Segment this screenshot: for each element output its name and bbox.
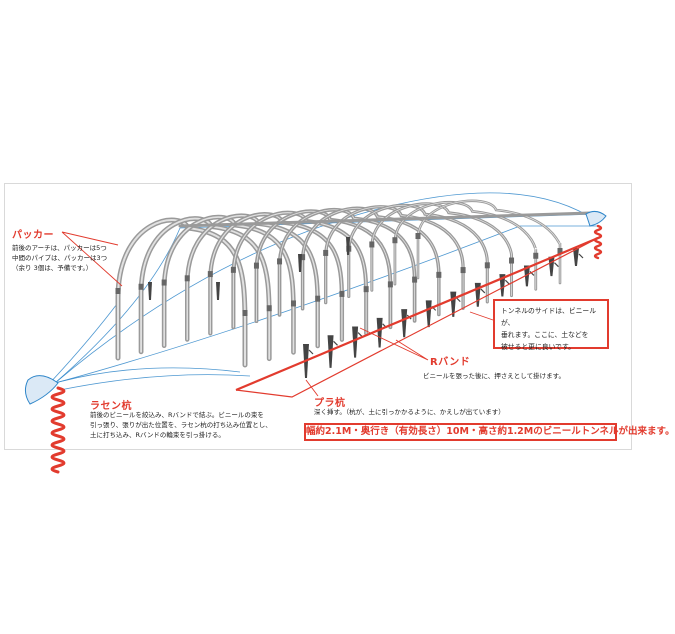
packer-clip — [230, 266, 236, 273]
packer-clip — [253, 262, 259, 269]
arch-highlight — [279, 209, 416, 322]
packer-clip — [161, 279, 167, 286]
r-band-leader — [359, 327, 429, 361]
arch-pipe — [208, 212, 345, 342]
packer-clip — [509, 257, 515, 264]
packer-clip — [115, 288, 121, 294]
arch-highlight — [371, 203, 512, 297]
packer-clip — [460, 267, 466, 274]
plastic-stake-leader — [305, 379, 319, 397]
plastic-stake-note: 深く挿す。（杭が、土に引っかかるように、かえしが出ています） — [314, 408, 505, 416]
stake-barb — [480, 288, 486, 294]
packer-clip — [323, 249, 329, 256]
tunnel-illustration — [24, 192, 607, 474]
ground-line — [235, 236, 599, 392]
packer-note-3: （余り 3個は、予備です。） — [12, 264, 93, 272]
plastic-stake — [523, 265, 530, 287]
r-band-note: ビニールを張った後に、押さえとして掛けます。 — [423, 372, 565, 380]
plastic-stakes — [148, 237, 584, 378]
packer-clip — [300, 254, 306, 261]
packer-leader — [61, 231, 123, 287]
arch-highlight — [348, 204, 488, 303]
spiral-stake-left — [50, 386, 66, 474]
stake-barb — [504, 279, 510, 285]
packer-clip — [387, 281, 393, 288]
packer-note-1: 前後のアーチは、パッカーは5つ — [12, 244, 107, 252]
plastic-stake — [298, 254, 302, 272]
packer-clip — [533, 252, 539, 259]
tunnel-side-callout: トンネルのサイドは、ビニールが、 垂れます。ここに、土などを 被せると更に良いで… — [493, 299, 609, 351]
arch-highlight — [117, 219, 246, 366]
size-summary-banner: 幅約2.1M・奥行き（有効長さ）10M・高さ約1.2Mのビニールトンネルが出来ま… — [304, 423, 675, 441]
tied-film-left — [24, 375, 59, 405]
packer-clip — [415, 233, 421, 239]
guide-string — [47, 299, 121, 386]
packer-clip — [266, 305, 272, 312]
stake-barb — [554, 262, 559, 268]
packer-clip — [138, 283, 144, 290]
packer-clip — [484, 262, 490, 269]
packer-clip — [557, 248, 563, 254]
spiral-stake-note-1: 前後のビニールを絞込み、Rバンドで結ぶ。ビニールの束を — [90, 411, 264, 419]
arch-pipe — [161, 214, 296, 355]
plastic-stake — [327, 335, 334, 368]
packer-clip — [315, 295, 321, 302]
arch-highlight — [417, 200, 561, 284]
arch-frames — [115, 199, 592, 368]
plastic-stake — [548, 256, 555, 277]
arch-highlight — [325, 206, 464, 309]
stake-barb — [333, 340, 338, 346]
tunnel-side-line-1: トンネルのサイドは、ビニールが、 — [501, 307, 597, 327]
packer-clip — [412, 276, 418, 283]
arch-highlight — [302, 207, 440, 315]
tied-film-right — [585, 210, 607, 227]
ridge-pipe — [178, 211, 592, 228]
r-band-title: Rバンド — [430, 357, 471, 368]
leader-lines — [61, 231, 599, 398]
packer-clip — [392, 237, 398, 244]
spiral-stake-title: ラセン杭 — [90, 401, 132, 412]
spiral-stake-right — [593, 224, 603, 260]
guide-string — [54, 367, 241, 384]
stake-barb — [529, 271, 535, 276]
arch-pipe — [138, 216, 272, 362]
arch-highlight — [209, 213, 343, 341]
packer-note-2: 中間のパイプは、パッカーは3つ — [12, 254, 108, 262]
packer-clip — [207, 271, 213, 278]
packer-clip — [184, 275, 190, 282]
packer-clip — [242, 310, 248, 316]
packer-clip — [277, 258, 283, 265]
spiral-stake-note-2: 引っ張り、張りが出た位置を、ラセン杭の打ち込み位置とし、 — [90, 421, 272, 429]
tunnel-side-line-2: 垂れます。ここに、土などを — [501, 331, 589, 339]
plastic-stake-title: プラ杭 — [314, 398, 346, 409]
packer-clip — [436, 271, 442, 278]
plastic-stake — [148, 282, 152, 300]
tunnel-diagram: パッカー 前後のアーチは、パッカーは5つ 中間のパイプは、パッカーは3つ （余り… — [4, 183, 675, 474]
spiral-stake-note-3: 土に打ち込み、Rバンドの輪束を引っ掛ける。 — [90, 431, 225, 439]
tunnel-side-line-3: 被せると更に良いです。 — [501, 343, 575, 351]
packer-clip — [369, 241, 375, 248]
arch-highlight — [256, 210, 391, 328]
side-callout-leader — [469, 311, 494, 321]
packer-clip — [290, 300, 296, 307]
plastic-stake — [376, 317, 383, 348]
stake-barb — [357, 332, 363, 337]
plastic-stake — [573, 248, 579, 266]
plastic-stake — [352, 326, 359, 358]
plastic-stake — [401, 309, 408, 338]
stake-barb — [578, 253, 584, 259]
ground-line-lower — [235, 237, 599, 398]
guide-string — [59, 374, 251, 391]
plastic-stake — [346, 237, 350, 255]
plastic-stake — [425, 300, 432, 328]
end-anchors — [24, 210, 607, 474]
stake-barb — [308, 349, 314, 355]
packer-title: パッカー — [12, 230, 54, 241]
packer-clip — [339, 290, 345, 297]
plastic-stake — [216, 282, 220, 300]
packer-clip — [363, 286, 369, 293]
